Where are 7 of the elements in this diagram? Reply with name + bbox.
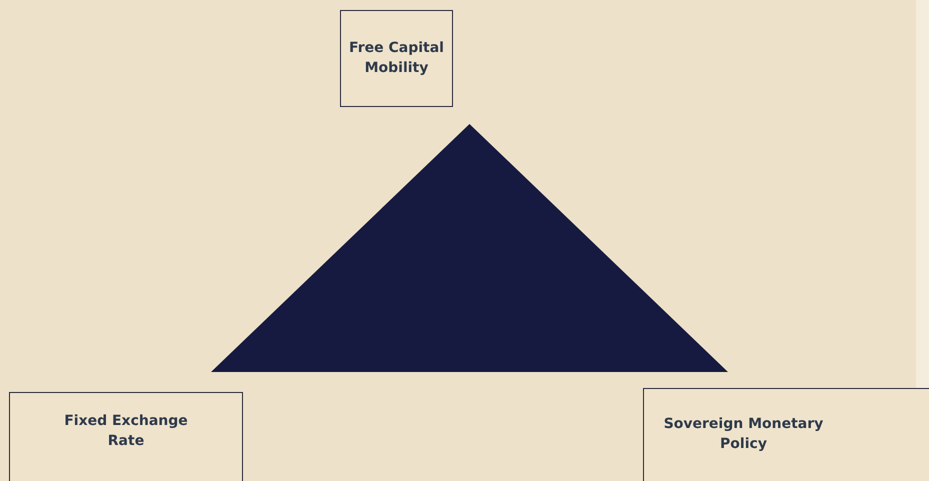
box-label: Fixed Exchange Rate (63, 412, 189, 451)
triangle-shape (211, 124, 728, 372)
concept-box (340, 10, 453, 107)
box-label: Free Capital Mobility (348, 38, 445, 78)
concept-box (643, 388, 929, 481)
concept-box (9, 392, 243, 481)
box-label: Sovereign Monetary Policy (662, 415, 824, 454)
